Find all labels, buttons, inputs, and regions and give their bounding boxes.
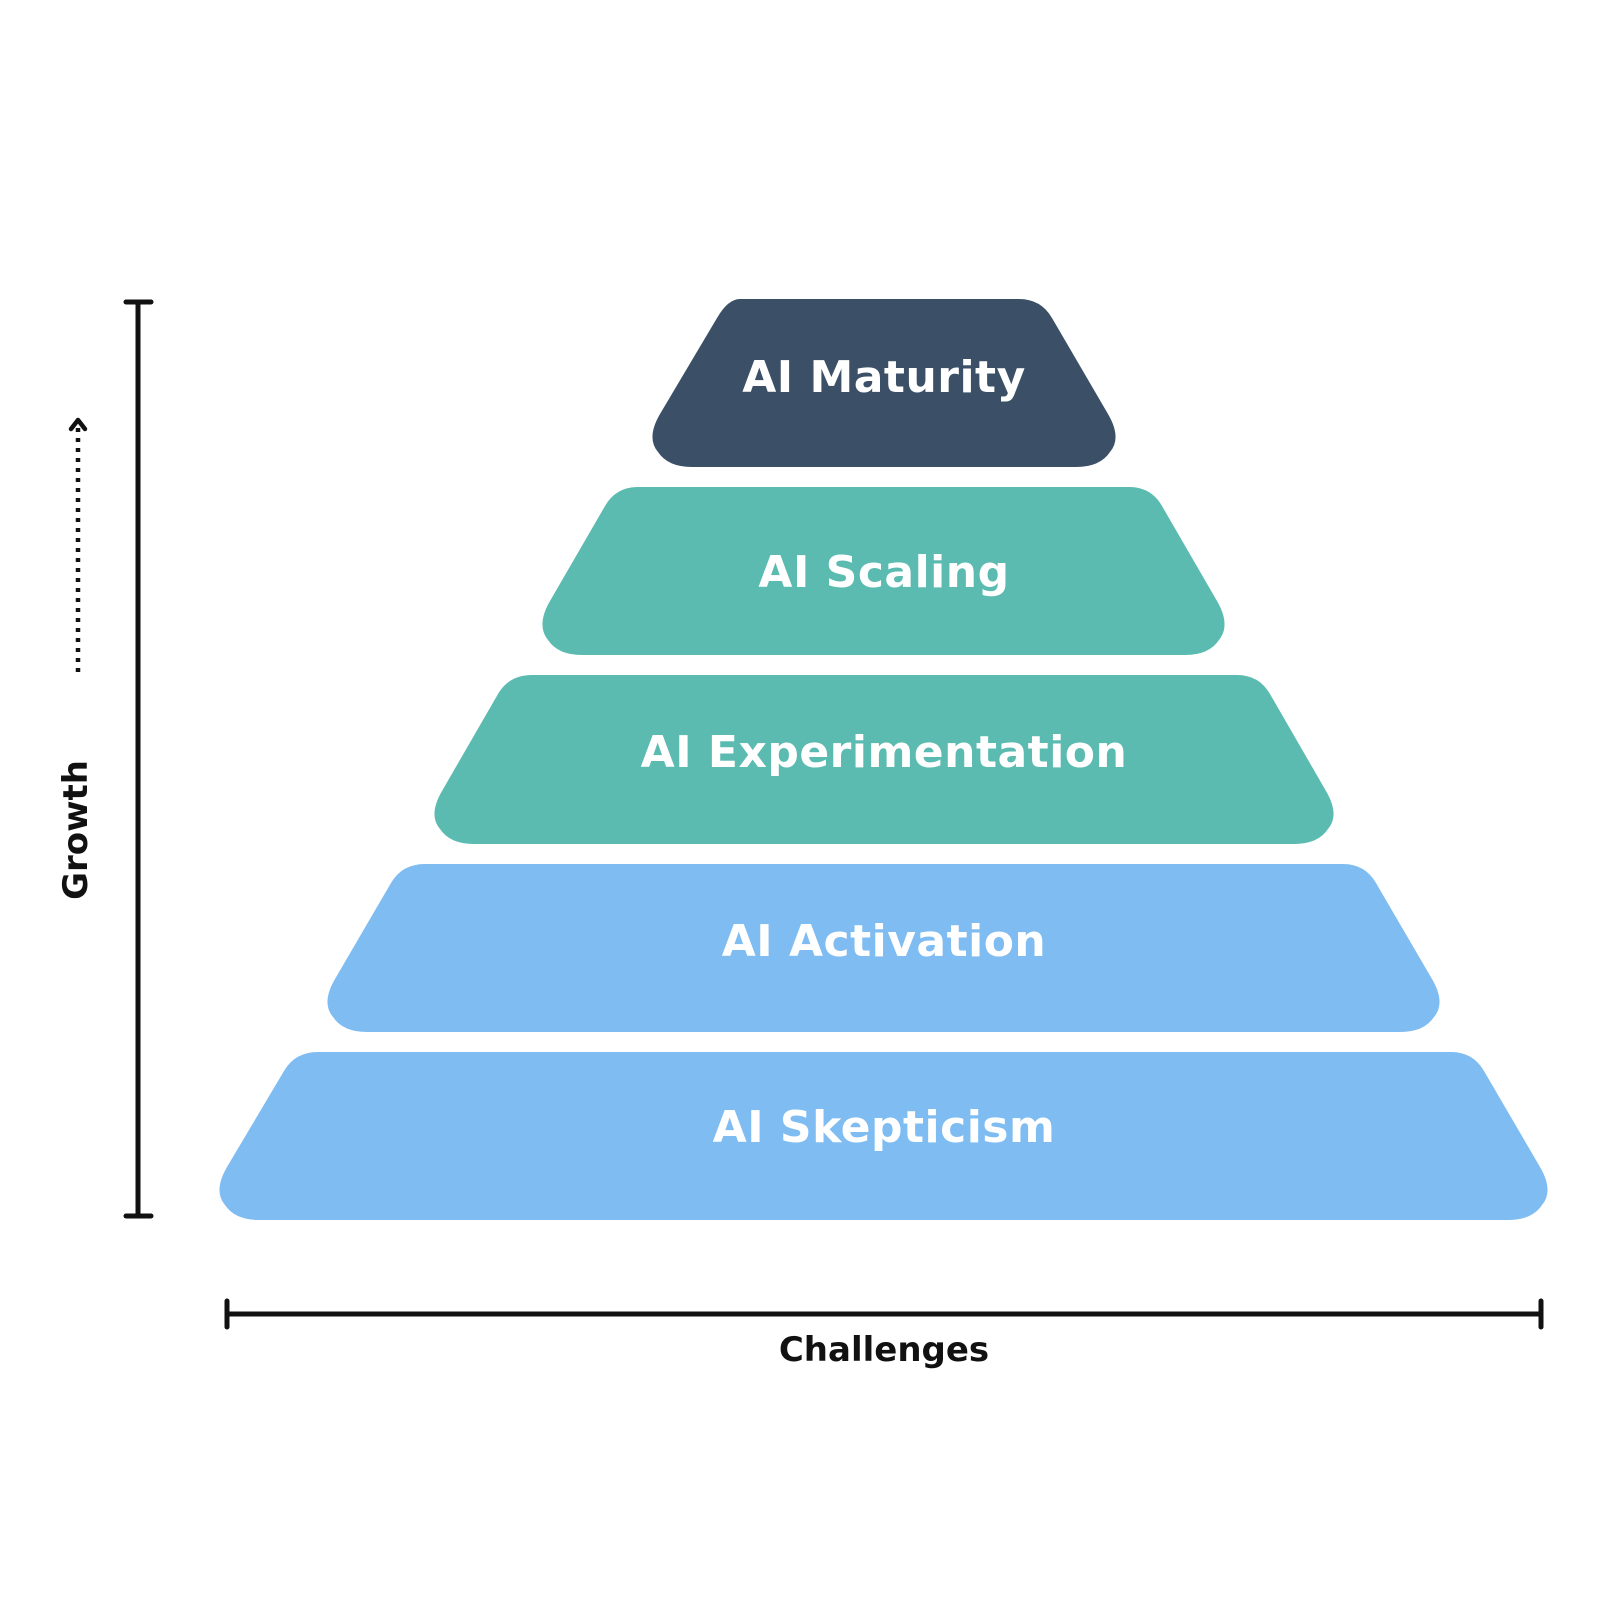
- tier-label: AI Scaling: [758, 547, 1009, 598]
- tier-ai-skepticism: AI Skepticism: [219, 1052, 1548, 1220]
- vertical-bracket: [123, 299, 154, 1219]
- growth-axis-label: Growth: [56, 760, 96, 900]
- tier-ai-scaling: AI Scaling: [542, 487, 1225, 655]
- tier-shape: [219, 1052, 1548, 1220]
- tier-label: AI Skepticism: [713, 1102, 1056, 1153]
- tier-ai-experimentation: AI Experimentation: [434, 675, 1334, 844]
- challenges-axis-label: Challenges: [779, 1330, 989, 1370]
- horizontal-bracket: [224, 1298, 1544, 1330]
- tier-shape: [434, 675, 1334, 844]
- tier-shape: [327, 864, 1440, 1032]
- tier-shape: [542, 487, 1225, 655]
- tier-shape: [652, 299, 1116, 467]
- arrow-up-icon: [68, 417, 88, 432]
- tier-label: AI Maturity: [742, 352, 1026, 403]
- tier-ai-activation: AI Activation: [327, 864, 1440, 1032]
- pyramid: AI Maturity AI Scaling AI Experimentatio…: [219, 299, 1548, 1220]
- tier-label: AI Experimentation: [641, 727, 1128, 778]
- growth-axis: Growth: [56, 417, 96, 900]
- tier-ai-maturity: AI Maturity: [652, 299, 1116, 467]
- tier-label: AI Activation: [722, 916, 1047, 967]
